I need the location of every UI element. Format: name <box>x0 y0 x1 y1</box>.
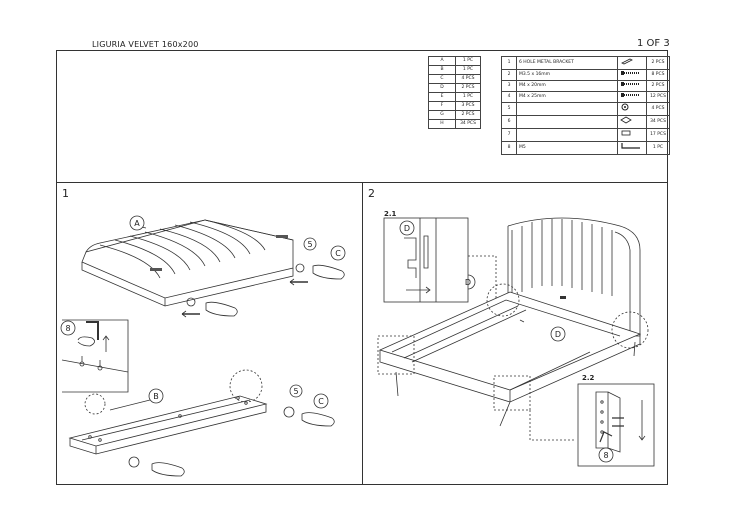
hardware-qty: 2 PCS <box>646 80 670 92</box>
hardware-qty: 2 PCS <box>646 56 670 70</box>
headboard-panel-illustration <box>81 219 345 318</box>
bed-frame-illustration <box>377 217 649 441</box>
page-number: 1 OF 3 <box>637 38 670 49</box>
callout-5-label-1: 5 <box>307 240 312 249</box>
callout-C-circle-1 <box>330 245 346 261</box>
callout-8-label-1: 8 <box>65 324 70 333</box>
step-2-number: 2 <box>368 187 375 200</box>
callout-D-circle-2 <box>550 326 566 342</box>
callout-5-circle-2 <box>289 384 303 398</box>
side-rail-illustration <box>68 369 335 477</box>
callout-D-label-1: D <box>465 278 471 287</box>
callout-8-circle-2 <box>598 447 614 463</box>
callout-C-circle-2 <box>313 393 329 409</box>
callout-A-label: A <box>134 219 140 228</box>
detail-2-2-illustration <box>577 383 655 467</box>
callout-8-circle-1 <box>60 320 76 336</box>
substep-2-2-label: 2.2 <box>582 374 595 382</box>
callout-5-circle-1 <box>303 237 317 251</box>
part-qty: 34 PCS <box>455 119 481 129</box>
callout-B-circle <box>148 388 164 404</box>
product-title: LIGURIA VELVET 160x200 <box>92 40 199 49</box>
callout-C-label-1: C <box>335 249 341 258</box>
callout-5-label-2: 5 <box>293 387 298 396</box>
callout-C-label-2: C <box>318 397 324 406</box>
callout-D-label-3: D <box>404 224 410 233</box>
callout-D-circle-3 <box>399 220 415 236</box>
divider-vertical <box>362 182 363 485</box>
callout-8-label-2: 8 <box>603 451 608 460</box>
callout-D-label-2: D <box>555 330 561 339</box>
step-1-number: 1 <box>62 187 69 200</box>
substep-2-1-label: 2.1 <box>384 210 397 218</box>
allen-key-detail <box>61 319 129 393</box>
detail-2-1-illustration <box>383 217 469 303</box>
hardware-qty: 1 PC <box>646 141 670 155</box>
callout-B-label: B <box>153 392 159 401</box>
callout-A-circle <box>129 215 145 231</box>
